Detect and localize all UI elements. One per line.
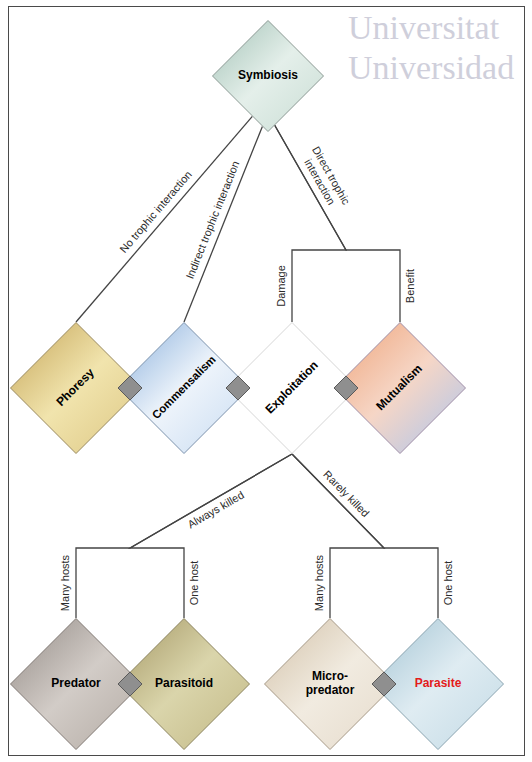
branch-connector — [130, 454, 292, 618]
edge-label-holder: Many hosts — [313, 555, 326, 611]
symbiosis-diamond: Symbiosis — [212, 20, 324, 132]
edge-label: One host — [442, 561, 455, 606]
node-title: Parasite — [415, 677, 462, 691]
branch-connector — [184, 126, 262, 322]
edge-label: One host — [188, 561, 201, 606]
branch-connector — [76, 454, 292, 618]
branch-label-holder: Direct trophic interaction — [291, 133, 360, 226]
edge-label-holder: Benefit — [404, 269, 417, 303]
node-title: Predator — [51, 677, 100, 691]
edge-label-holder: Many hosts — [59, 555, 72, 611]
figure-frame — [9, 7, 525, 756]
parasitoid-diamond: Parasitoid — [118, 618, 250, 750]
diamond-fill — [227, 323, 358, 454]
diamond-fill — [373, 619, 504, 750]
edge-label-holder: Damage — [275, 265, 288, 307]
branch-connector — [292, 454, 384, 618]
diamond-fill — [11, 323, 142, 454]
branch-label-holder: Always killed — [186, 489, 247, 532]
branch-connector — [292, 454, 438, 618]
edge-label-holder: One host — [442, 561, 455, 606]
parasite-diamond: Parasite — [372, 618, 504, 750]
edge-label: Many hosts — [313, 555, 326, 611]
node-title: Parasitoid — [155, 677, 213, 691]
edge-label: Many hosts — [59, 555, 72, 611]
mutualism-diamond: Mutualism — [334, 322, 466, 454]
diamond-fill — [119, 619, 250, 750]
overlap-diamond — [118, 672, 142, 696]
watermark-text: Universitat — [348, 8, 499, 47]
watermark-text-holder: Universitat — [348, 8, 499, 47]
edge-label: Benefit — [404, 269, 417, 303]
branch-label: Always killed — [186, 489, 247, 532]
diamond-fill — [335, 323, 466, 454]
branch-connector — [275, 125, 400, 322]
overlap-diamond — [118, 376, 142, 400]
watermark-text: Universidad — [348, 48, 514, 87]
overlap-diamond — [334, 376, 358, 400]
branch-label-holder: Rarely killed — [320, 468, 371, 520]
edge-label: Damage — [275, 265, 288, 307]
overlap-diamond — [226, 376, 250, 400]
diamond-fill — [119, 323, 250, 454]
node-title: Micro- predator — [293, 670, 367, 698]
node-title: Symbiosis — [238, 69, 298, 83]
branch-label: Direct trophic interaction — [291, 133, 360, 226]
overlap-diamond — [372, 672, 396, 696]
edge-label-holder: One host — [188, 561, 201, 606]
watermark-text-holder: Universidad — [348, 48, 514, 87]
edge-label: No trophic interaction — [117, 169, 195, 257]
edge-label-holder: No trophic interaction — [117, 169, 195, 257]
diamond-fill — [213, 21, 324, 132]
diamond-fill — [265, 619, 396, 750]
diamond-fill — [11, 619, 142, 750]
branch-label: Rarely killed — [320, 468, 371, 520]
